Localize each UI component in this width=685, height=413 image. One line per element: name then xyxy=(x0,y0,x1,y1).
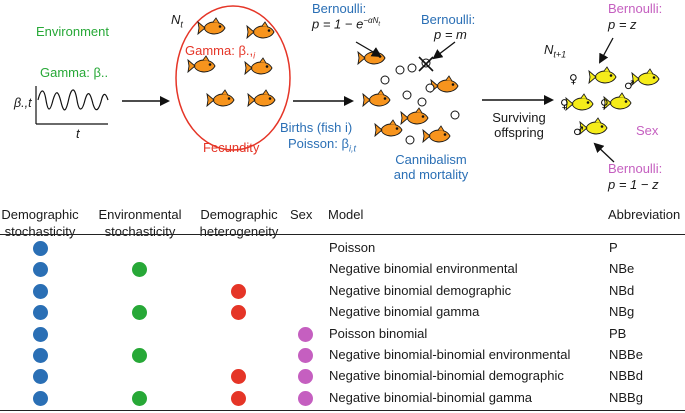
header-sex: Sex xyxy=(290,207,313,222)
bernoulli-4-formula: p = 1 − z xyxy=(608,177,659,192)
table-header-rule xyxy=(0,234,685,235)
births-label: Births (fish i) xyxy=(280,120,353,135)
header-abbreviation: Abbreviation xyxy=(608,207,681,222)
svg-text:♂: ♂ xyxy=(624,78,635,92)
bernoulli-2-formula: p = m xyxy=(434,27,467,42)
table-row: Negative binomial-binomial environmental… xyxy=(0,344,685,367)
bernoulli-3-formula: p = z xyxy=(608,17,637,32)
arrow-bernoulli-2 xyxy=(432,41,456,60)
dem-indicator-dot xyxy=(33,369,48,385)
nt1-label: Nt+1 xyxy=(544,42,567,60)
model-abbreviation: NBBd xyxy=(609,368,643,384)
model-name: Poisson xyxy=(329,240,376,255)
model-abbreviation: NBd xyxy=(609,282,635,298)
model-abbreviation: P xyxy=(609,240,618,255)
t-axis-label: t xyxy=(76,126,80,141)
het-indicator-dot xyxy=(231,283,246,299)
svg-text:♀: ♀ xyxy=(600,97,609,111)
arrow-bernoulli-1 xyxy=(355,41,382,58)
fish-group-nt xyxy=(187,17,276,107)
header-demographic-heterogeneity: Demographic heterogeneity xyxy=(199,207,279,239)
fish-group-nt1: ♀ ♂ ♀ ♀ ♂ xyxy=(560,66,660,138)
model-abbreviation: NBe xyxy=(609,261,635,277)
header-demographic-stochasticity: Demographic stochasticity xyxy=(1,207,79,239)
svg-text:♂: ♂ xyxy=(573,124,584,138)
bernoulli-3-title: Bernoulli: xyxy=(608,1,663,16)
population-ellipse xyxy=(175,5,291,151)
table-row: Negative binomial gamma NBg xyxy=(0,301,685,324)
surviving-offspring-label: Surviving offspring xyxy=(492,110,546,140)
model-name: Negative binomial-binomial environmental xyxy=(329,347,571,362)
model-name: Negative binomial demographic xyxy=(329,282,512,298)
svg-text:♀: ♀ xyxy=(560,97,569,111)
model-name: Negative binomial gamma xyxy=(329,304,480,320)
model-abbreviation: NBBg xyxy=(609,389,643,405)
gamma-fecundity-label: Gamma: β.,i xyxy=(185,43,256,61)
table-row: Negative binomial environmental NBe xyxy=(0,258,685,281)
arrow-bernoulli-4 xyxy=(593,142,615,163)
svg-text:♀: ♀ xyxy=(569,72,578,86)
model-name: Negative binomial environmental xyxy=(329,261,518,277)
dem-indicator-dot xyxy=(33,241,48,256)
sex-label: Sex xyxy=(636,123,659,138)
dem-indicator-dot xyxy=(33,262,48,278)
bernoulli-1-formula: p = 1 − e−αNt xyxy=(312,16,381,32)
gamma-env-label: Gamma: β.. xyxy=(40,65,109,80)
cannibalism-label: Cannibalism and mortality xyxy=(393,152,469,182)
env-indicator-dot xyxy=(132,390,147,406)
dem-indicator-dot xyxy=(33,326,48,342)
dem-indicator-dot xyxy=(33,283,48,299)
bernoulli-1-title: Bernoulli: xyxy=(312,1,367,16)
model-abbreviation: NBBe xyxy=(609,347,643,362)
model-abbreviation: PB xyxy=(609,325,627,341)
arrow-bernoulli-3 xyxy=(599,37,614,64)
model-name: Poisson binomial xyxy=(329,325,428,341)
het-indicator-dot xyxy=(231,390,246,406)
fecundity-label: Fecundity xyxy=(203,140,260,155)
dem-indicator-dot xyxy=(33,305,48,321)
table-row: Poisson P xyxy=(0,237,685,260)
sex-indicator-dot xyxy=(298,348,313,363)
dem-indicator-dot xyxy=(33,348,48,363)
env-indicator-dot xyxy=(132,348,147,363)
environment-timeseries-plot xyxy=(35,86,109,125)
model-name: Negative binomial-binomial gamma xyxy=(329,389,533,405)
environment-label: Environment xyxy=(36,24,109,39)
sex-indicator-dot xyxy=(298,369,313,385)
beta-t-axis-label: β.,t xyxy=(14,96,32,110)
env-indicator-dot xyxy=(132,305,147,321)
header-model: Model xyxy=(328,207,364,222)
dem-indicator-dot xyxy=(33,390,48,406)
table-row: Poisson binomial PB xyxy=(0,323,685,346)
het-indicator-dot xyxy=(231,369,246,385)
fish-group-cannibalism xyxy=(357,47,460,145)
model-abbreviation: NBg xyxy=(609,304,635,320)
poisson-label: Poisson: βi,t xyxy=(288,136,356,154)
sex-indicator-dot xyxy=(298,390,313,406)
table-row: Negative binomial demographic NBd xyxy=(0,280,685,303)
model-name: Negative binomial-binomial demographic xyxy=(329,368,564,384)
nt-label: Nt xyxy=(171,12,183,30)
sex-indicator-dot xyxy=(298,326,313,342)
bernoulli-2-title: Bernoulli: xyxy=(421,12,476,27)
bernoulli-4-title: Bernoulli: xyxy=(608,161,663,176)
process-diagram: ♀ ♂ ♀ ♀ ♂ xyxy=(35,5,660,163)
table-bottom-rule xyxy=(0,410,685,411)
het-indicator-dot xyxy=(231,305,246,321)
table-row: Negative binomial-binomial gamma NBBg xyxy=(0,387,685,410)
env-indicator-dot xyxy=(132,262,147,278)
header-environmental-stochasticity: Environmental stochasticity xyxy=(98,207,182,239)
table-row: Negative binomial-binomial demographic NB… xyxy=(0,365,685,388)
